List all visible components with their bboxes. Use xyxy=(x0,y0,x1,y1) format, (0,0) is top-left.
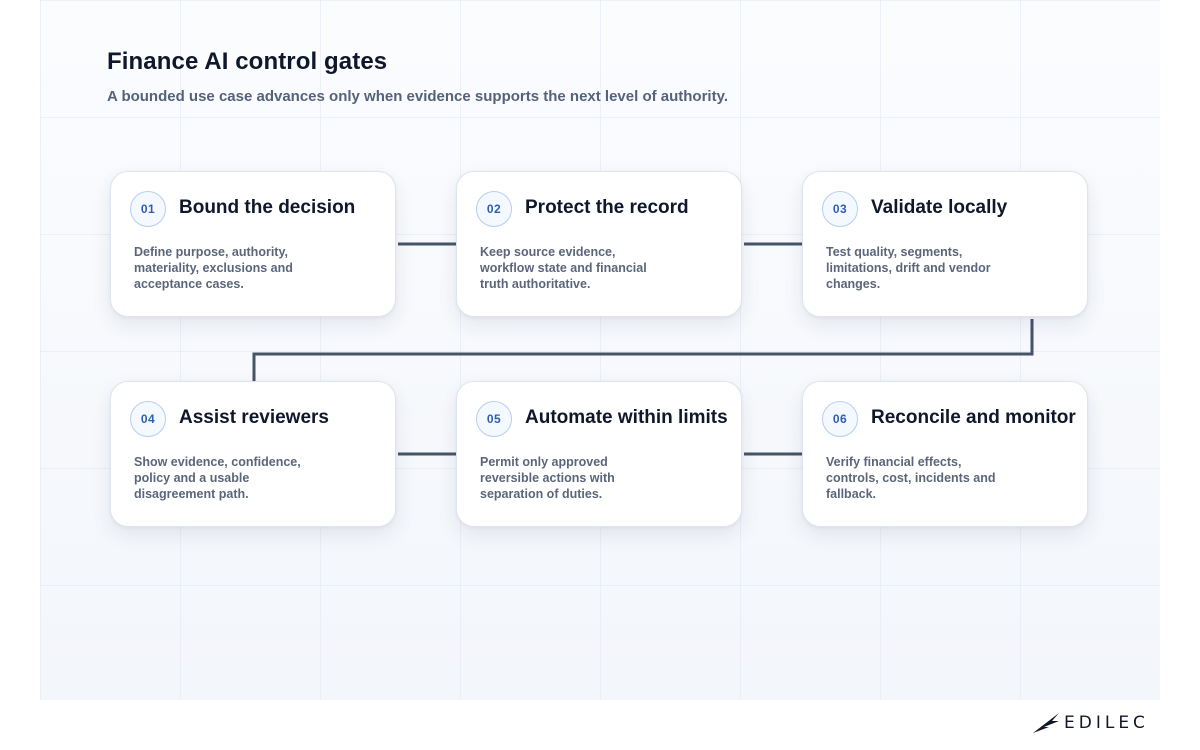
step-number-badge: 03 xyxy=(822,191,858,227)
step-card-05: 05 Automate within limits Permit only ap… xyxy=(456,381,742,527)
background-panel xyxy=(40,0,1160,700)
step-description: Permit only approved reversible actions … xyxy=(480,455,615,501)
step-title: Reconcile and monitor xyxy=(871,407,1076,428)
step-title: Automate within limits xyxy=(525,407,728,428)
step-description: Test quality, segments, limitations, dri… xyxy=(826,245,991,291)
step-title: Protect the record xyxy=(525,197,689,218)
step-description: Verify financial effects, controls, cost… xyxy=(826,455,996,501)
step-description: Define purpose, authority, materiality, … xyxy=(134,245,293,291)
step-card-03: 03 Validate locally Test quality, segmen… xyxy=(802,171,1088,317)
step-card-06: 06 Reconcile and monitor Verify financia… xyxy=(802,381,1088,527)
step-number-badge: 02 xyxy=(476,191,512,227)
brand-name: EDILEC xyxy=(1064,713,1149,733)
page-subtitle: A bounded use case advances only when ev… xyxy=(107,88,728,105)
connector-03-04 xyxy=(252,319,1034,381)
step-title: Bound the decision xyxy=(179,197,356,218)
step-description: Keep source evidence, workflow state and… xyxy=(480,245,647,291)
step-title: Validate locally xyxy=(871,197,1008,218)
step-description: Show evidence, confidence, policy and a … xyxy=(134,455,301,501)
step-card-04: 04 Assist reviewers Show evidence, confi… xyxy=(110,381,396,527)
step-number-badge: 04 xyxy=(130,401,166,437)
step-card-02: 02 Protect the record Keep source eviden… xyxy=(456,171,742,317)
step-title: Assist reviewers xyxy=(179,407,329,428)
brand-logo: EDILEC xyxy=(1032,710,1156,736)
step-number-badge: 05 xyxy=(476,401,512,437)
step-number-badge: 06 xyxy=(822,401,858,437)
step-card-01: 01 Bound the decision Define purpose, au… xyxy=(110,171,396,317)
step-number-badge: 01 xyxy=(130,191,166,227)
edilec-logo-icon xyxy=(1033,713,1059,733)
page-title: Finance AI control gates xyxy=(107,48,388,75)
